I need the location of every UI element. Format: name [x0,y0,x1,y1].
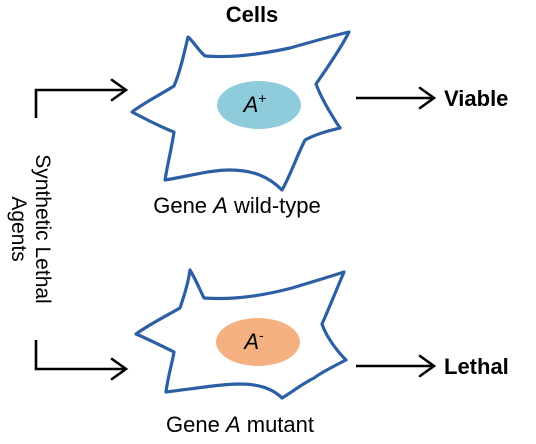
side-label-line1: Synthetic Lethal [31,154,54,303]
bracket-top-segment [34,88,124,118]
mutant-nucleus-label: A- [242,327,264,354]
mutant-nucleus [216,318,300,366]
wild-type-nucleus [217,81,301,129]
side-label-line2: Agents [7,196,30,261]
wild-type-nucleus-label: A+ [242,90,267,117]
mutant-cell: A- [134,268,348,400]
bracket-bottom-segment [34,340,124,371]
viable-label: Viable [444,86,508,111]
wild-type-cell: A+ [130,30,351,192]
mutant-caption: Gene A mutant [166,412,314,437]
arrow-to-mutant-head [110,357,129,381]
lethal-arrow-head [418,354,437,378]
agents-bracket [34,78,129,381]
arrow-to-wild-type-head [110,78,129,102]
wild-type-caption: Gene A wild-type [153,193,321,218]
lethal-arrow [356,354,437,378]
lethal-label: Lethal [444,354,509,379]
viable-arrow [356,86,437,110]
viable-arrow-head [418,86,437,110]
diagram-title: Cells [226,2,279,27]
